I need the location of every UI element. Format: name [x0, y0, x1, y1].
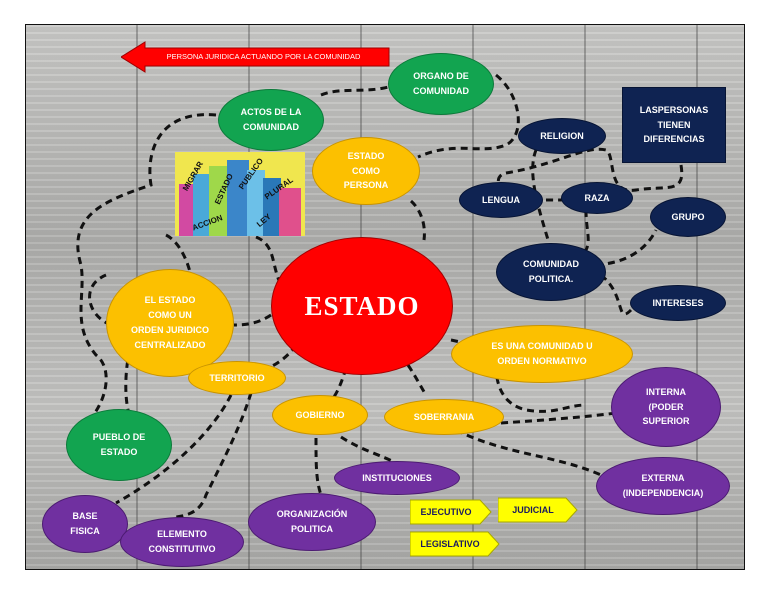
base-fisica-node: BASE FISICA: [42, 495, 128, 553]
arrow-label: PERSONA JURIDICA ACTUANDO POR LA COMUNID…: [166, 51, 361, 61]
organo-comunidad-node: ORGANO DE COMUNIDAD: [388, 53, 494, 115]
estado-persona-node: ESTADO COMO PERSONA: [312, 137, 420, 205]
elemento-constitutivo-node: ELEMENTO CONSTITUTIVO: [120, 517, 244, 567]
orden-juridico-node: EL ESTADO COMO UN ORDEN JURIDICO CENTRAL…: [106, 269, 234, 377]
judicial-tag: JUDICIAL: [512, 504, 554, 515]
comunidad-politica-node: COMUNIDAD POLITICA.: [496, 243, 606, 301]
connector-estadopersona-estado: [409, 199, 426, 241]
connector-gobierno-instituciones: [340, 435, 397, 465]
ejecutivo-tag: EJECUTIVO: [420, 506, 472, 517]
concept-map: PERSONA JURIDICA ACTUANDO POR LA COMUNID…: [25, 24, 745, 570]
territorio-node: TERRITORIO: [188, 361, 286, 395]
legislativo-tag-shape: [410, 531, 500, 557]
connector-box-lengua: [496, 147, 684, 196]
connector-actos-loop: [70, 113, 217, 437]
judicial-tag-shape: [498, 497, 578, 523]
personas-diferencias-box: LASPERSONAS TIENEN DIFERENCIAS: [622, 87, 726, 163]
pueblo-estado-node: PUEBLO DE ESTADO: [66, 409, 172, 481]
connector-soberania-interna: [500, 411, 617, 425]
interna-node: INTERNA (PODER SUPERIOR: [611, 367, 721, 447]
connector-gobierno-organizacion: [314, 437, 323, 496]
externa-node: EXTERNA (INDEPENDENCIA): [596, 457, 730, 515]
connector-lines: [70, 73, 684, 519]
estado-main-node: ESTADO: [271, 237, 453, 375]
connector-estado-soberania: [406, 364, 428, 396]
soberania-node: SOBERRANIA: [384, 399, 504, 435]
legislativo-tag: LEGISLATIVO: [420, 538, 480, 549]
religion-node: RELIGION: [518, 118, 606, 154]
connector-soberania-externa: [455, 428, 602, 477]
lengua-node: LENGUA: [459, 182, 543, 218]
intereses-node: INTERESES: [630, 285, 726, 321]
connector-territorio-elemento: [175, 392, 253, 519]
connector-organo-estadopersona: [417, 73, 520, 159]
ejecutivo-tag-shape: [410, 499, 492, 525]
connector-comunidadpolitica-grupo: [595, 229, 658, 267]
connector-estado-orden: [233, 313, 272, 327]
connector-comunidadpolitica-intereses: [600, 273, 633, 316]
connector-territorio-base: [115, 394, 233, 505]
actos-comunidad-node: ACTOS DE LA COMUNIDAD: [218, 89, 324, 151]
comunidad-orden-node: ES UNA COMUNIDAD U ORDEN NORMATIVO: [451, 325, 633, 383]
arrow-left-icon: [121, 41, 390, 73]
estado-collage-image: MIGRAR ESTADO PUBLICO PLURAL LEY ACCION: [175, 152, 305, 236]
connector-photo-estado: [255, 235, 283, 286]
raza-node: RAZA: [561, 182, 633, 214]
organizacion-politica-node: ORGANIZACIÓN POLITICA: [248, 493, 376, 551]
connector-estado-comunidad-orden: [450, 338, 587, 413]
gobierno-node: GOBIERNO: [272, 395, 368, 435]
instituciones-node: INSTITUCIONES: [334, 461, 460, 495]
grupo-node: GRUPO: [650, 197, 726, 237]
